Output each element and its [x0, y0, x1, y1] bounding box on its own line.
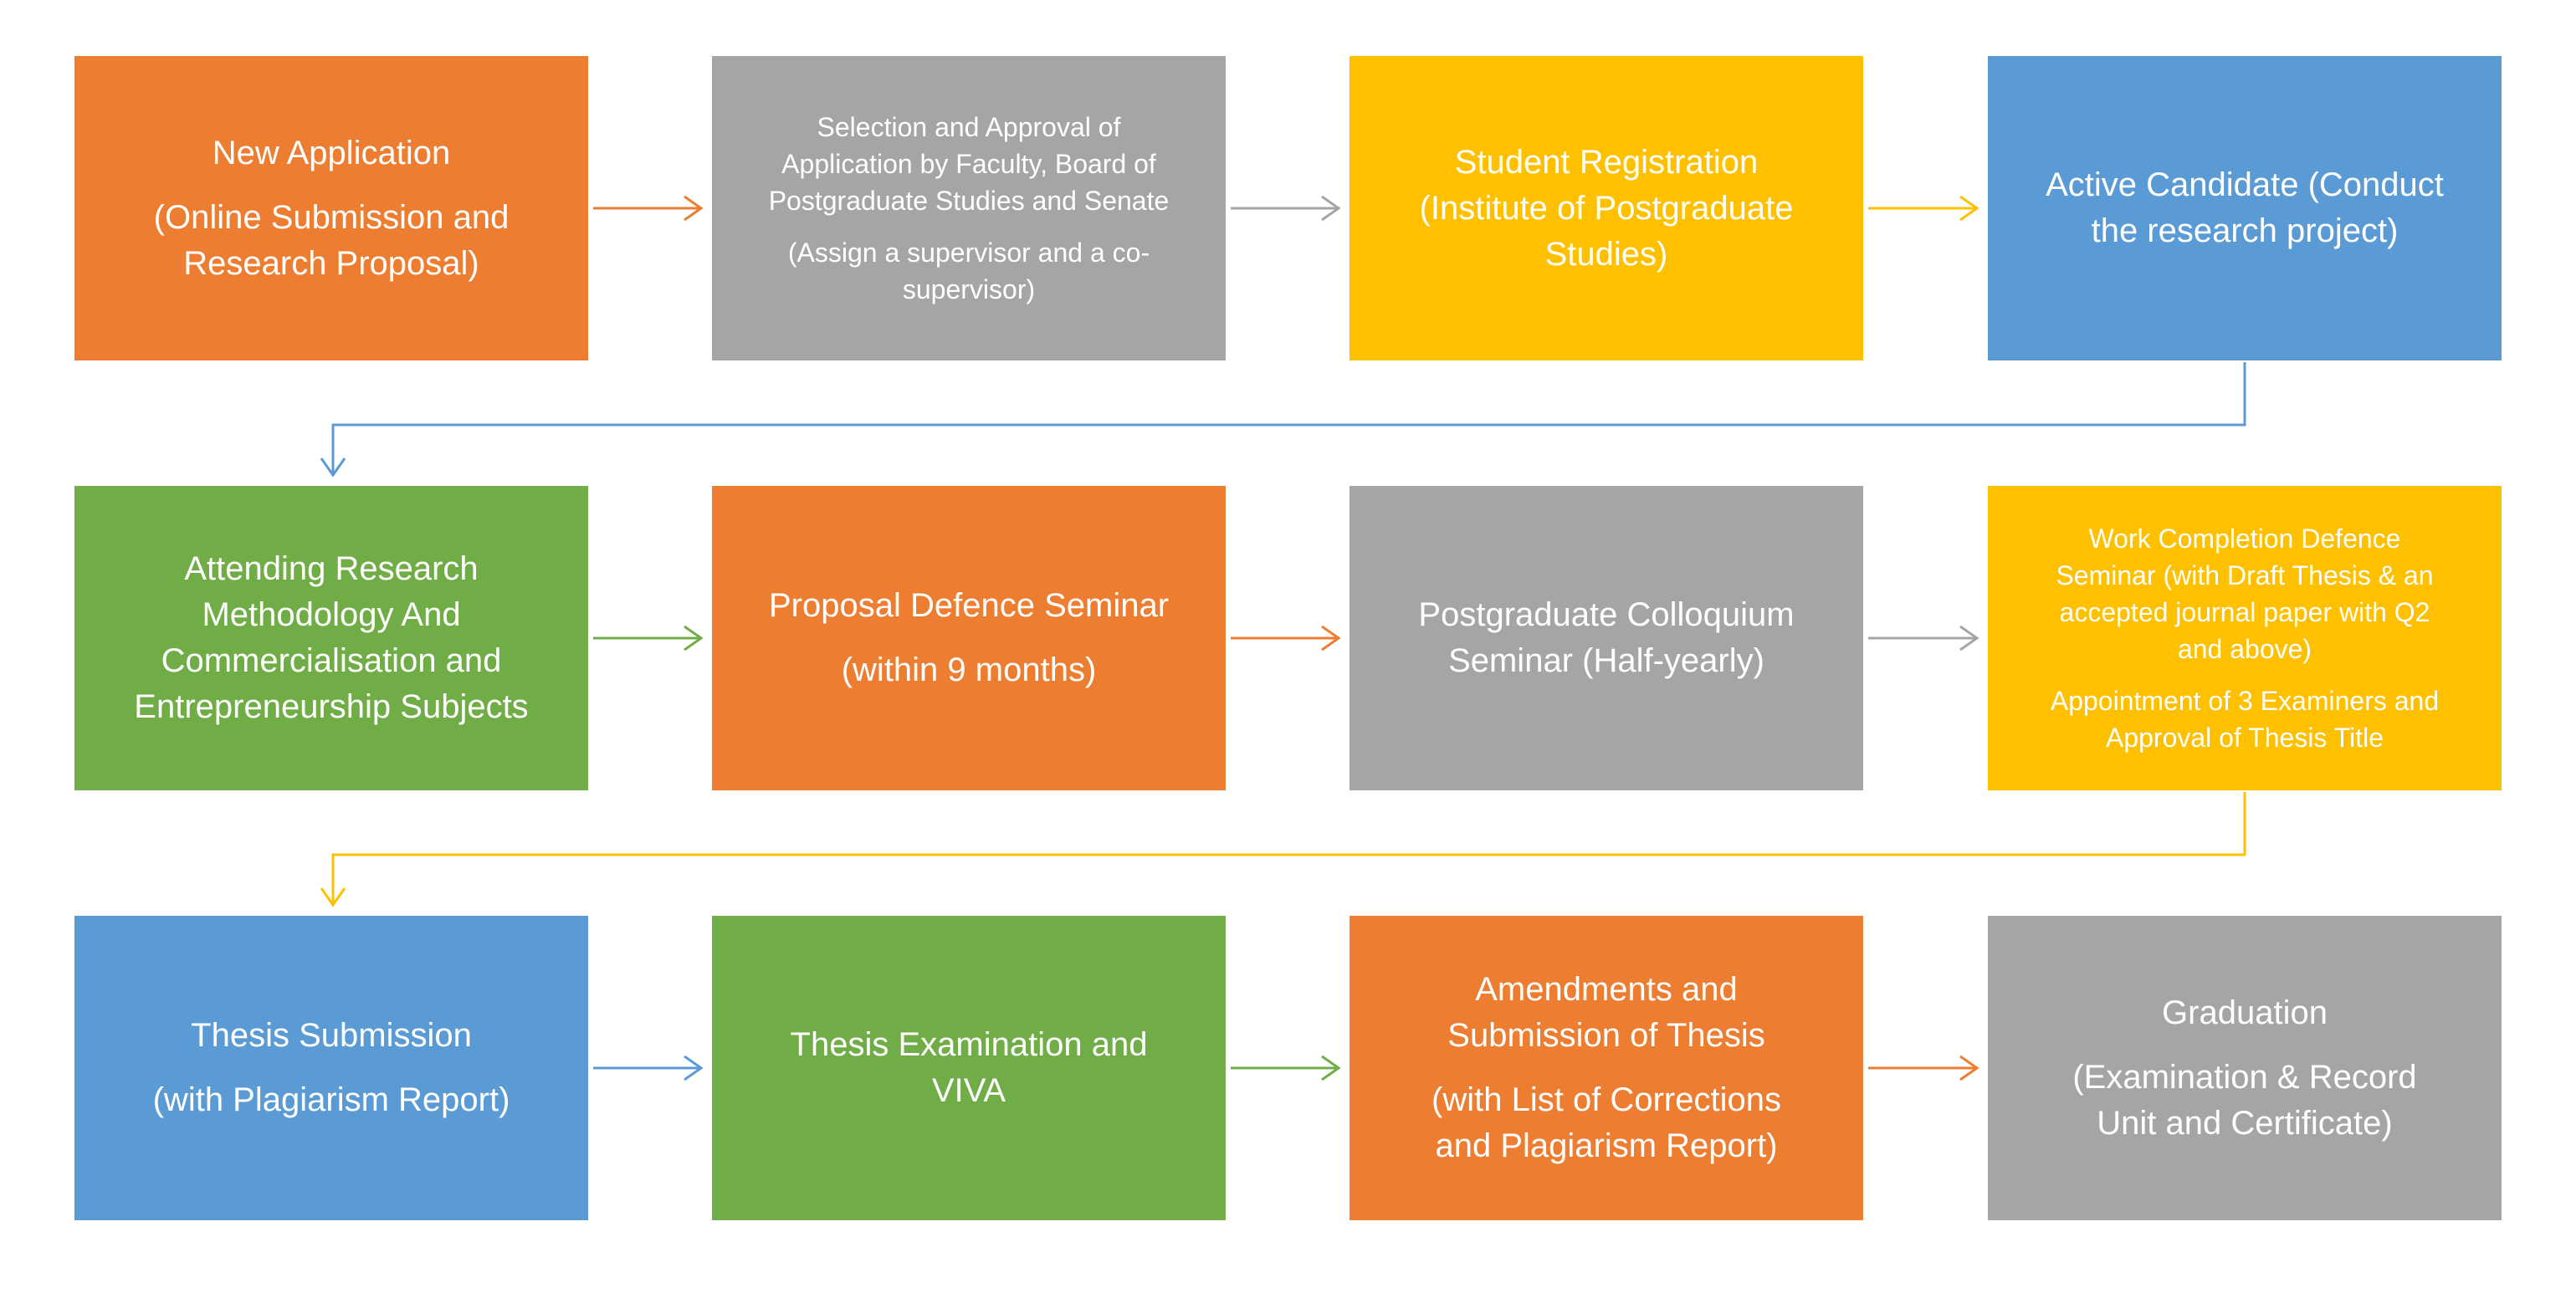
step-line: Attending Research: [184, 550, 479, 587]
step-line: Research Proposal): [183, 244, 479, 282]
step-line: Amendments and: [1475, 971, 1738, 1008]
step-line: (Assign a supervisor and a co-: [787, 238, 1150, 268]
step-line: Commercialisation and: [161, 642, 502, 679]
step-line: (Institute of Postgraduate: [1419, 189, 1794, 227]
arrow-1-to-2: [593, 195, 704, 222]
arrow-10-to-11: [1231, 1055, 1341, 1081]
arrow-5-to-6: [593, 625, 704, 652]
step-line: (within 9 months): [841, 652, 1097, 688]
step-line: Postgraduate Studies and Senate: [768, 186, 1170, 216]
step-line: Proposal Defence Seminar: [768, 587, 1170, 624]
step-line: (with Plagiarism Report): [152, 1081, 510, 1118]
step-line: supervisor): [902, 274, 1036, 304]
step-line: Graduation: [2162, 994, 2328, 1031]
step-line: Thesis Submission: [191, 1017, 472, 1054]
step-line: Seminar (Half-yearly): [1448, 642, 1764, 679]
connector-4-to-5: [320, 362, 2246, 478]
step-line: Postgraduate Colloquium: [1418, 596, 1795, 633]
step-line: and above): [2177, 634, 2312, 664]
step-selection-and-approval: Selection and Approval of Application by…: [712, 56, 1226, 360]
step-line: New Application: [212, 134, 451, 171]
step-line: (with List of Corrections: [1431, 1081, 1781, 1118]
step-line: Work Completion Defence: [2088, 524, 2401, 554]
step-line: Selection and Approval of: [817, 112, 1121, 142]
step-line: Approval of Thesis Title: [2105, 723, 2384, 753]
step-line: Application by Faculty, Board of: [781, 149, 1156, 179]
step-line: Studies): [1544, 235, 1668, 273]
step-graduation: Graduation (Examination & Record Unit an…: [1988, 916, 2502, 1220]
step-line: Active Candidate (Conduct: [2046, 166, 2444, 203]
arrow-2-to-3: [1231, 195, 1341, 222]
arrow-3-to-4: [1868, 195, 1979, 222]
step-line: (Online Submission and: [153, 198, 510, 236]
step-line: Student Registration: [1454, 143, 1759, 181]
step-active-candidate: Active Candidate (Conduct the research p…: [1988, 56, 2502, 360]
step-line: Entrepreneurship Subjects: [134, 688, 529, 725]
step-line: Seminar (with Draft Thesis & an: [2056, 560, 2434, 590]
step-student-registration: Student Registration (Institute of Postg…: [1349, 56, 1863, 360]
step-line: VIVA: [931, 1072, 1006, 1109]
step-work-completion-defence: Work Completion Defence Seminar (with Dr…: [1988, 486, 2502, 790]
step-postgraduate-colloquium: Postgraduate Colloquium Seminar (Half-ye…: [1349, 486, 1863, 790]
step-proposal-defence-seminar: Proposal Defence Seminar (within 9 month…: [712, 486, 1226, 790]
step-line: accepted journal paper with Q2: [2059, 597, 2430, 627]
step-thesis-examination: Thesis Examination and VIVA: [712, 916, 1226, 1220]
arrow-11-to-12: [1868, 1055, 1979, 1081]
step-line: and Plagiarism Report): [1435, 1127, 1778, 1164]
step-amendments-and-submission: Amendments and Submission of Thesis (wit…: [1349, 916, 1863, 1220]
step-line: Methodology And: [202, 596, 461, 633]
arrow-7-to-8: [1868, 625, 1979, 652]
step-line: Thesis Examination and: [790, 1026, 1148, 1063]
connector-8-to-9: [320, 792, 2246, 907]
step-new-application: New Application (Online Submission and R…: [74, 56, 588, 360]
step-line: Appointment of 3 Examiners and: [2050, 686, 2440, 716]
step-line: Submission of Thesis: [1447, 1017, 1765, 1054]
step-line: the research project): [2091, 212, 2399, 249]
step-line: Unit and Certificate): [2097, 1104, 2393, 1142]
step-attending-research-methodology: Attending Research Methodology And Comme…: [74, 486, 588, 790]
step-line: (Examination & Record: [2072, 1058, 2417, 1096]
step-thesis-submission: Thesis Submission (with Plagiarism Repor…: [74, 916, 588, 1220]
arrow-6-to-7: [1231, 625, 1341, 652]
arrow-9-to-10: [593, 1055, 704, 1081]
